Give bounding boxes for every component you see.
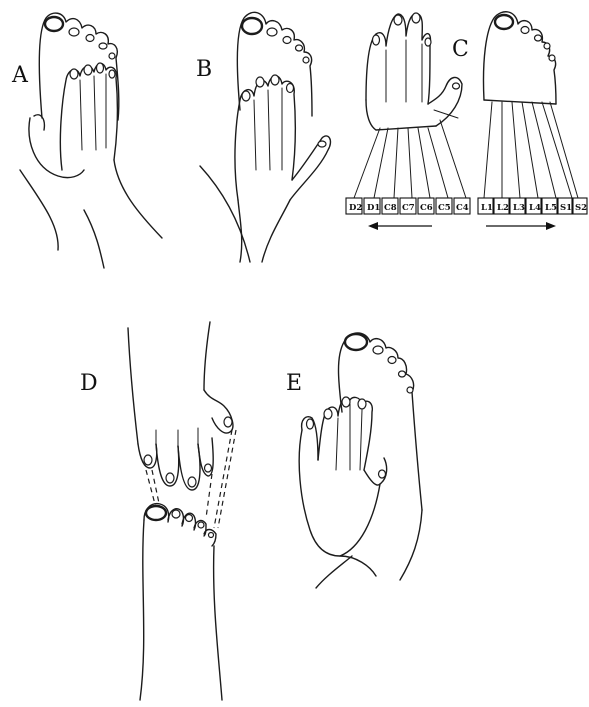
panel-b-drawing <box>200 12 330 262</box>
panel-c-hand-drawing <box>354 13 466 198</box>
segment-c6: C6 <box>418 198 434 214</box>
svg-text:L3: L3 <box>513 203 525 213</box>
panel-d-label: D <box>80 371 98 396</box>
segment-c7: C7 <box>400 198 416 214</box>
panel-d-drawing <box>128 322 236 700</box>
hand-segment-boxes: D2 D1 C8 C7 C6 C5 C4 <box>346 198 470 214</box>
svg-text:C4: C4 <box>456 203 469 213</box>
segment-l4: L4 <box>526 198 541 214</box>
foot-segment-boxes: L1 L2 L3 L4 L5 S1 S2 <box>478 198 587 214</box>
svg-text:D1: D1 <box>367 203 380 213</box>
svg-text:L5: L5 <box>545 203 557 213</box>
panel-c-label: C <box>452 37 469 62</box>
svg-text:C6: C6 <box>420 203 433 213</box>
segment-l1: L1 <box>478 198 493 214</box>
panel-e-drawing <box>299 333 422 588</box>
segment-d1: D1 <box>364 198 380 214</box>
segment-d2: D2 <box>346 198 362 214</box>
hand-direction-arrow <box>368 222 432 230</box>
foot-direction-arrow <box>486 222 556 230</box>
svg-text:L4: L4 <box>529 203 541 213</box>
svg-text:L2: L2 <box>497 203 509 213</box>
panel-a-label: A <box>11 63 29 88</box>
segment-c5: C5 <box>436 198 452 214</box>
svg-text:C7: C7 <box>402 203 415 213</box>
svg-text:D2: D2 <box>349 203 362 213</box>
segment-l2: L2 <box>494 198 509 214</box>
svg-text:L1: L1 <box>481 203 493 213</box>
segment-c4: C4 <box>454 198 470 214</box>
segment-l5: L5 <box>542 198 557 214</box>
panel-e-label: E <box>286 371 302 396</box>
segment-c8: C8 <box>382 198 398 214</box>
svg-text:S1: S1 <box>560 203 572 213</box>
svg-text:S2: S2 <box>575 203 587 213</box>
panel-b-label: B <box>196 57 212 82</box>
panel-a-drawing <box>20 13 162 268</box>
svg-text:C5: C5 <box>438 203 451 213</box>
segment-s1: S1 <box>558 198 572 214</box>
panel-c-foot-drawing <box>483 12 578 198</box>
segment-s2: S2 <box>573 198 587 214</box>
svg-text:C8: C8 <box>384 203 397 213</box>
segment-l3: L3 <box>510 198 525 214</box>
